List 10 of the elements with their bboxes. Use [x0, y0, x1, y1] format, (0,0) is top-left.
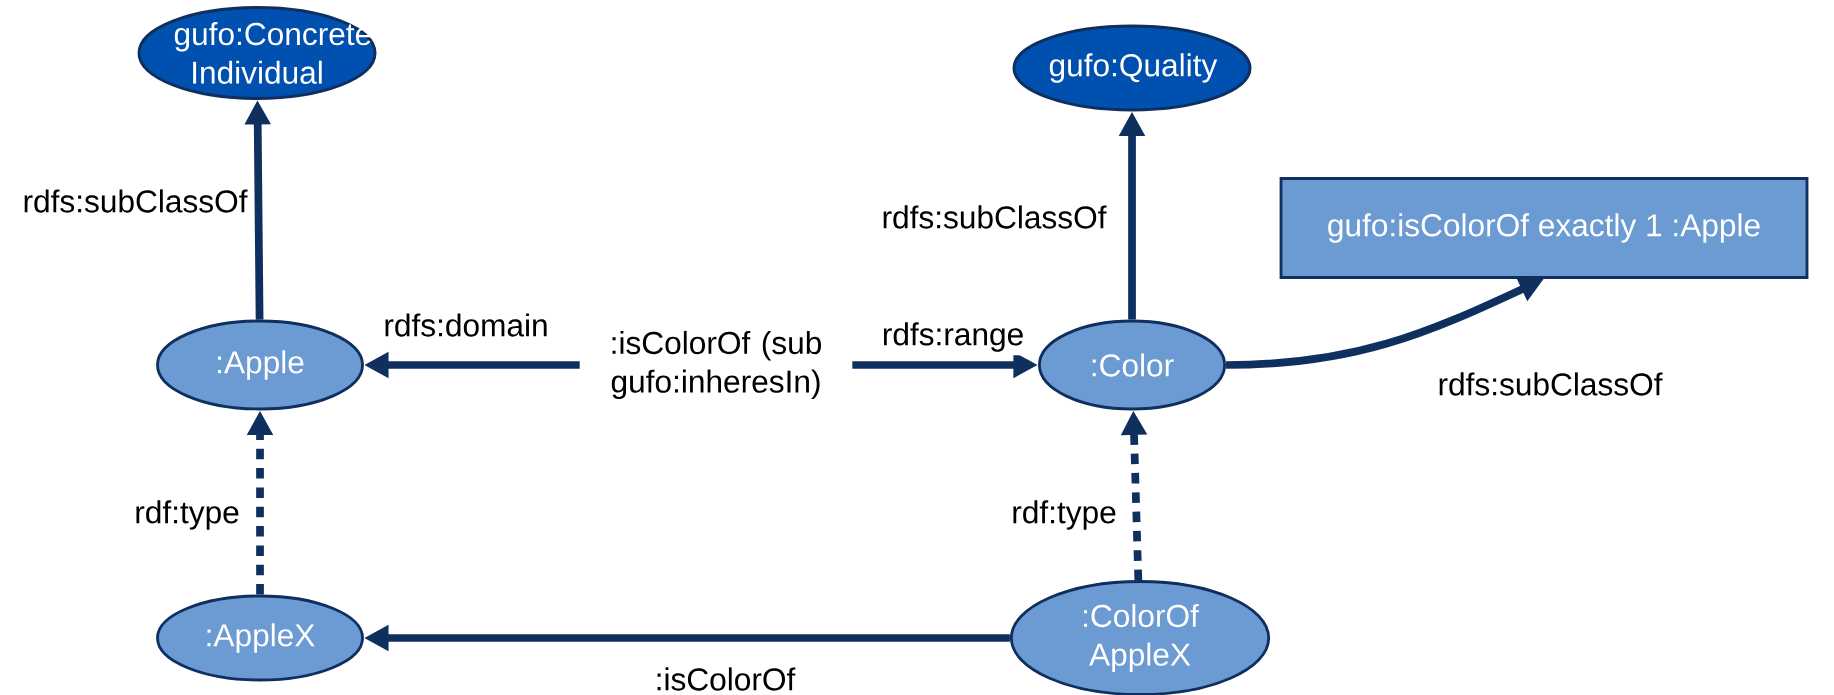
edge-label: rdf:type — [130, 496, 244, 534]
edge-label: rdfs:range — [878, 318, 1028, 356]
edge-label: rdf:type — [1007, 496, 1121, 534]
property-label: :isColorOf (sub gufo:inheresIn) — [611, 330, 821, 400]
edge-label: rdfs:subClassOf — [878, 201, 1111, 233]
edge-label: :isColorOf — [651, 663, 799, 695]
edge-label: rdfs:domain — [379, 309, 553, 341]
edge-label: rdfs:subClassOf — [1434, 368, 1667, 400]
restriction-box: gufo:isColorOf exactly 1 :Apple — [1279, 177, 1809, 279]
edge-label: rdfs:subClassOf — [19, 185, 252, 217]
